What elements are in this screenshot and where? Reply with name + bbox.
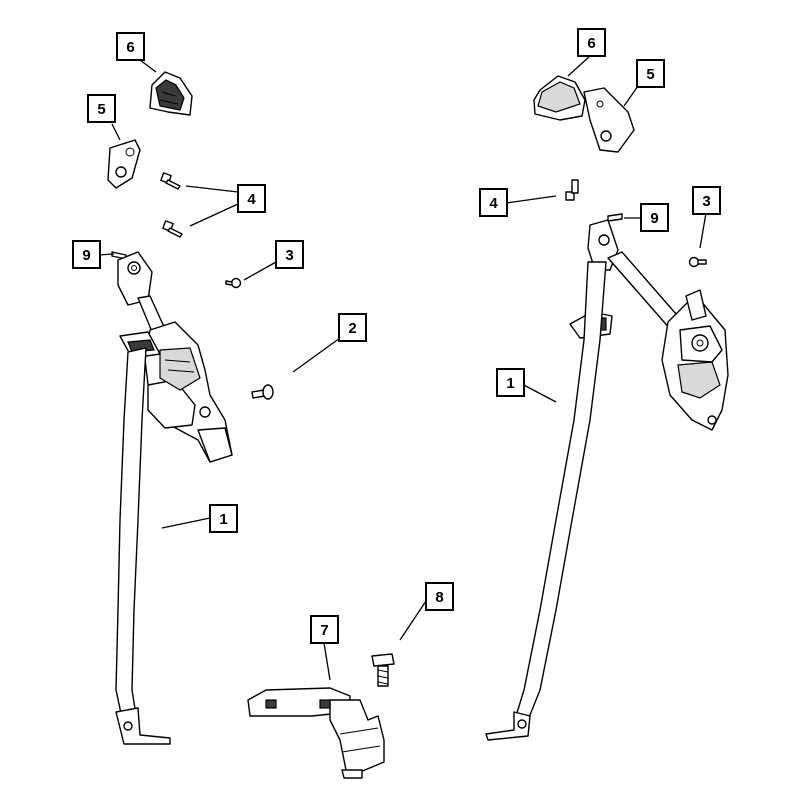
callout-bottom-8: 8 — [425, 582, 454, 611]
left-part-3-screw — [225, 277, 242, 289]
callout-left-2: 2 — [338, 313, 367, 342]
left-d-ring-anchor — [117, 251, 153, 306]
right-part-5-bracket — [583, 87, 635, 153]
callout-left-4: 4 — [237, 184, 266, 213]
left-part-2-bolt — [251, 384, 274, 400]
leader-lines — [97, 55, 707, 681]
callout-left-1-label: 1 — [219, 511, 227, 528]
callout-right-4-label: 4 — [489, 195, 498, 212]
right-retractor — [661, 289, 729, 431]
left-retractor — [144, 321, 233, 463]
callout-right-1-label: 1 — [506, 375, 514, 392]
callout-left-2-label: 2 — [348, 320, 356, 337]
callout-right-4: 4 — [479, 188, 508, 217]
callout-left-9-label: 9 — [82, 247, 90, 264]
callout-right-9-label: 9 — [650, 210, 658, 227]
right-seat-belt-assembly — [485, 75, 729, 741]
callout-right-6-label: 6 — [587, 35, 595, 52]
callout-bottom-7: 7 — [310, 615, 339, 644]
callout-left-3-label: 3 — [285, 247, 293, 264]
callout-right-6: 6 — [577, 28, 606, 57]
bottom-part-8-bolt — [371, 653, 395, 687]
left-lower-anchor — [115, 707, 171, 745]
callout-right-5-label: 5 — [646, 66, 654, 83]
callout-right-3: 3 — [692, 186, 721, 215]
right-part-3-screw — [688, 256, 707, 268]
callout-left-3: 3 — [275, 240, 304, 269]
callout-left-5: 5 — [87, 94, 116, 123]
callout-right-9: 9 — [640, 203, 669, 232]
left-webbing-guide — [119, 331, 161, 359]
callout-left-6: 6 — [116, 32, 145, 61]
callout-left-9: 9 — [72, 240, 101, 269]
callout-left-4-label: 4 — [247, 191, 256, 208]
left-part-4-bolt-lower — [162, 220, 183, 238]
left-lower-webbing — [115, 347, 147, 719]
callout-left-6-label: 6 — [126, 39, 134, 56]
left-part-5-bracket — [107, 139, 141, 189]
right-part-9-stud — [607, 213, 623, 222]
callout-left-1: 1 — [209, 504, 238, 533]
right-lower-webbing — [515, 261, 607, 721]
callout-bottom-8-label: 8 — [435, 589, 443, 606]
left-seat-belt-assembly — [107, 71, 274, 745]
right-part-6-cover — [533, 75, 586, 121]
bottom-part-7-buckle-bracket — [247, 687, 385, 779]
right-part-4-bolt — [565, 179, 579, 201]
right-lower-anchor — [485, 711, 531, 741]
callout-bottom-7-label: 7 — [320, 622, 328, 639]
callout-right-5: 5 — [636, 59, 665, 88]
callout-right-1: 1 — [496, 368, 525, 397]
left-part-6-cover — [149, 71, 193, 116]
callout-right-3-label: 3 — [702, 193, 710, 210]
left-part-4-bolt-upper — [160, 172, 181, 190]
callout-left-5-label: 5 — [97, 101, 105, 118]
